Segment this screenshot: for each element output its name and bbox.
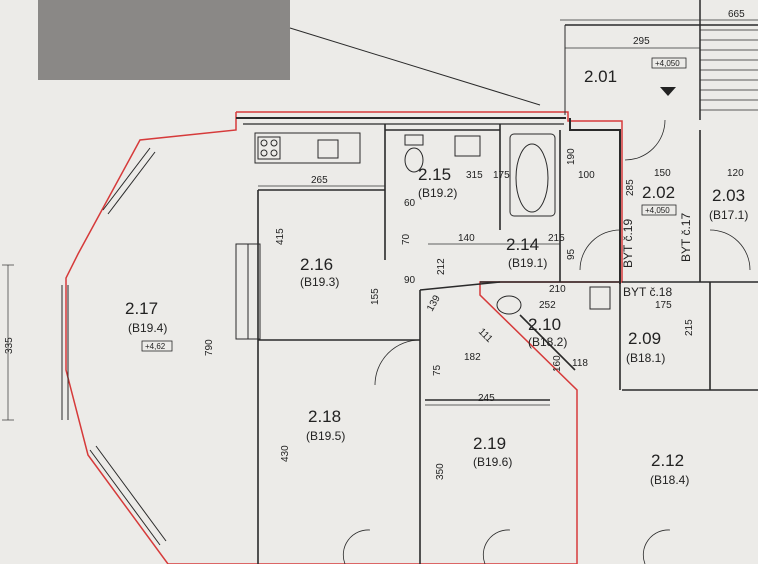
dimension: 111 — [476, 326, 495, 345]
room-code: (B19.5) — [306, 429, 345, 443]
dimension: 350 — [435, 463, 446, 480]
kitchen-counter — [254, 132, 361, 164]
room-number: 2.12 — [651, 451, 684, 470]
bathtub — [509, 133, 556, 217]
dimension: 139 — [425, 293, 443, 313]
level-marker-icon — [660, 87, 676, 96]
dimension: 175 — [493, 170, 510, 181]
room-number: 2.02 — [642, 183, 675, 202]
level-label: +4,62 — [145, 342, 166, 351]
room-number: 2.19 — [473, 434, 506, 453]
window-marks — [61, 147, 167, 546]
dimension: 140 — [458, 233, 475, 244]
level-label: +4,050 — [655, 59, 680, 68]
dimension: 665 — [728, 9, 745, 20]
room-code: (B18.2) — [528, 335, 567, 349]
dimension: 95 — [566, 248, 577, 260]
dimension: 790 — [204, 339, 215, 356]
room-number: 2.14 — [506, 235, 539, 254]
toilet — [404, 147, 424, 173]
room-number: 2.17 — [125, 299, 158, 318]
dimension: 415 — [275, 228, 286, 245]
room-number: 2.18 — [308, 407, 341, 426]
room-code: (B19.1) — [508, 256, 547, 270]
apartment-outline — [65, 111, 623, 564]
dimension: 212 — [436, 258, 447, 275]
stairs — [700, 29, 758, 111]
room-labels: 2.17 (B19.4) 2.16 (B19.3) 2.15 (B19.2) 2… — [125, 67, 748, 487]
room-code: (B19.6) — [473, 455, 512, 469]
dimension: 70 — [401, 233, 412, 245]
dimension: 155 — [370, 288, 381, 305]
dimension: 190 — [566, 148, 577, 165]
dimension: 335 — [4, 337, 15, 354]
level-label: +4,050 — [645, 206, 670, 215]
unit-label: BYT č.17 — [679, 213, 693, 262]
room-code: (B19.2) — [418, 186, 457, 200]
dimension: 100 — [578, 170, 595, 181]
dimension: 90 — [404, 275, 416, 286]
room-number: 2.10 — [528, 315, 561, 334]
dimension: 215 — [548, 233, 565, 244]
dimension: 120 — [727, 168, 744, 179]
redacted-area — [38, 0, 290, 80]
room-code: (B17.1) — [709, 208, 748, 222]
dimension: 118 — [572, 358, 588, 369]
dimension: 182 — [464, 352, 481, 363]
dimension-labels: 665 295 265 415 315 175 190 100 285 150 … — [4, 9, 745, 480]
dimension: 75 — [432, 364, 443, 376]
dimension: 265 — [311, 175, 328, 186]
door-swings — [342, 119, 751, 564]
interior-walls — [257, 124, 758, 564]
room-number: 2.01 — [584, 67, 617, 86]
dimension: 430 — [280, 445, 291, 462]
room-code: (B19.4) — [128, 321, 167, 335]
dimension: 295 — [633, 36, 650, 47]
dimension: 315 — [466, 170, 483, 181]
room-number: 2.09 — [628, 329, 661, 348]
unit-label: BYT č.18 — [623, 285, 672, 299]
room-code: (B18.1) — [626, 351, 665, 365]
room-code: (B18.4) — [650, 473, 689, 487]
room-number: 2.15 — [418, 165, 451, 184]
dimension: 210 — [549, 284, 566, 295]
dimension: 150 — [654, 168, 671, 179]
dimension: 285 — [625, 179, 636, 196]
dimension: 160 — [552, 355, 563, 372]
unit-label: BYT č.19 — [621, 219, 635, 268]
dimension-lines — [2, 19, 758, 421]
room-number: 2.03 — [712, 186, 745, 205]
dimension: 245 — [478, 393, 495, 404]
room-code: (B19.3) — [300, 275, 339, 289]
dimension: 252 — [539, 300, 556, 311]
dimension: 60 — [404, 198, 416, 209]
dimension: 175 — [655, 300, 672, 311]
dimension: 215 — [684, 319, 695, 336]
room-number: 2.16 — [300, 255, 333, 274]
